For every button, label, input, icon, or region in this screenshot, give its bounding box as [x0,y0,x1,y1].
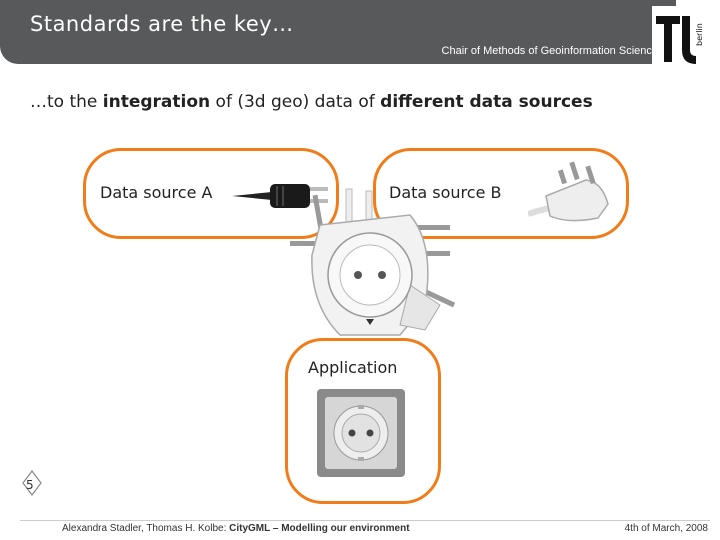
application-label: Application [308,358,398,377]
page-number: 5 [26,478,34,492]
subtitle: …to the integration of (3d geo) data of … [30,92,593,112]
data-source-a-label: Data source A [100,183,213,202]
svg-text:berlin: berlin [695,23,704,46]
us-plug-icon [232,184,328,208]
data-source-b-box [373,148,629,239]
slide-title: Standards are the key… [30,12,294,36]
footer-divider [20,520,710,521]
travel-adapter-icon [290,188,456,336]
chair-name: Chair of Methods of Geoinformation Scien… [441,45,658,57]
footer-date: 4th of March, 2008 [624,523,708,534]
header-bar [0,0,676,64]
header: Standards are the key… Chair of Methods … [0,0,720,70]
application-box [285,338,441,504]
page-number-diamond-icon [22,470,42,496]
uk-plug-icon [528,161,609,222]
footer-citation: Alexandra Stadler, Thomas H. Kolbe: City… [62,523,410,534]
tu-berlin-logo-icon: berlin [652,6,716,70]
german-socket-icon [317,389,405,477]
data-source-a-box [83,148,339,239]
data-source-b-label: Data source B [389,183,502,202]
